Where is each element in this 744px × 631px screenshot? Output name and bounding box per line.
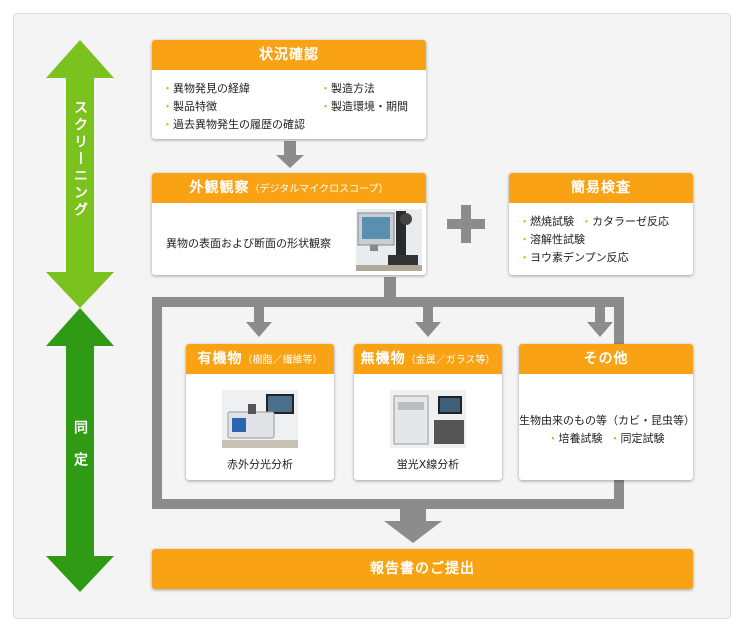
organic-title: 有機物 <box>197 351 243 367</box>
status-check-card: 状況確認 異物発見の経緯 製品特徴 過去異物発生の履歴の確認 製造方法 製造環境… <box>152 40 426 139</box>
inorganic-title: 無機物 <box>360 351 406 367</box>
simple-test-title: 簡易検査 <box>509 173 693 203</box>
xrf-photo <box>390 390 466 448</box>
screening-arrow <box>46 40 114 308</box>
organic-subtitle: （樹脂／繊維等） <box>242 355 323 366</box>
list-item: 製造環境・期間 <box>320 98 408 116</box>
simple-test-card: 簡易検査 燃焼試験 ・カタラーゼ反応 溶解性試験 ヨウ素デンプン反応 <box>509 173 693 275</box>
visual-inspection-description: 異物の表面および断面の形状観察 <box>166 237 331 250</box>
microscope-photo <box>356 209 422 271</box>
list-item: 異物発見の経緯 <box>162 80 305 98</box>
inorganic-subtitle: （金属／ガラス等） <box>405 355 496 366</box>
visual-inspection-card: 外観観察（デジタルマイクロスコープ） 異物の表面および断面の形状観察 <box>152 173 426 275</box>
identification-arrow <box>46 308 114 592</box>
visual-inspection-title: 外観観察 <box>189 180 250 196</box>
report-title: 報告書のご提出 <box>370 561 475 577</box>
list-item: 過去異物発生の履歴の確認 <box>162 116 305 134</box>
list-item: 製造方法 <box>320 80 408 98</box>
other-card: その他 生物由来のもの等（カビ・昆虫等） ・培養試験 ・同定試験 <box>519 344 693 480</box>
list-item: 燃焼試験 ・カタラーゼ反応 <box>519 213 669 231</box>
plus-icon <box>447 205 485 243</box>
list-item: 製品特徴 <box>162 98 305 116</box>
other-description: 生物由来のもの等（カビ・昆虫等） <box>519 414 693 427</box>
organic-method: 赤外分光分析 <box>227 458 293 471</box>
identification-label: 同定 <box>72 420 88 484</box>
status-check-list-right: 製造方法 製造環境・期間 <box>320 80 408 116</box>
inorganic-method: 蛍光X線分析 <box>396 458 460 471</box>
visual-inspection-subtitle: （デジタルマイクロスコープ） <box>249 184 389 195</box>
status-check-title: 状況確認 <box>152 40 426 70</box>
list-item: 溶解性試験 <box>519 231 669 249</box>
report-card: 報告書のご提出 <box>152 549 693 589</box>
status-check-list-left: 異物発見の経緯 製品特徴 過去異物発生の履歴の確認 <box>162 80 305 134</box>
other-title: その他 <box>519 344 693 374</box>
other-items: ・培養試験 ・同定試験 <box>547 432 665 445</box>
organic-header: 有機物（樹脂／繊維等） <box>186 344 334 374</box>
ftir-photo <box>222 390 298 448</box>
screening-label: スクリーニング <box>72 100 88 219</box>
organic-card: 有機物（樹脂／繊維等） 赤外分光分析 <box>186 344 334 480</box>
inorganic-card: 無機物（金属／ガラス等） 蛍光X線分析 <box>354 344 502 480</box>
list-item: ヨウ素デンプン反応 <box>519 249 669 267</box>
inorganic-header: 無機物（金属／ガラス等） <box>354 344 502 374</box>
simple-test-list: 燃焼試験 ・カタラーゼ反応 溶解性試験 ヨウ素デンプン反応 <box>519 213 669 267</box>
phase-arrows <box>46 40 114 592</box>
visual-inspection-header: 外観観察（デジタルマイクロスコープ） <box>152 173 426 203</box>
